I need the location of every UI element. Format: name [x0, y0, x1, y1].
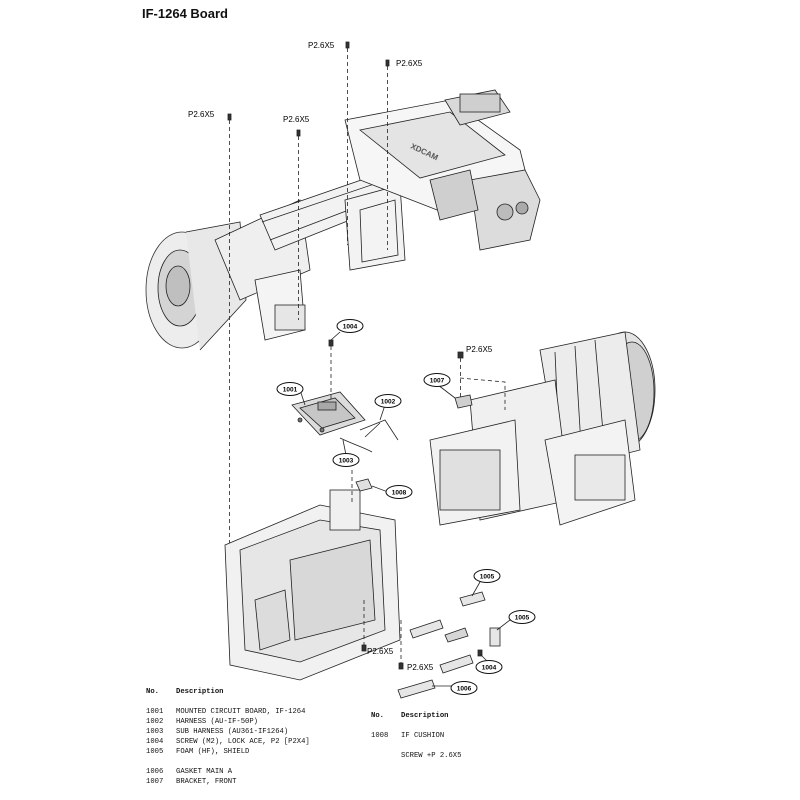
callout-oval: [473, 569, 501, 583]
screw-bottom-b: [398, 620, 404, 670]
lens-assembly: [429, 331, 656, 526]
table-row: 1001 MOUNTED CIRCUIT BOARD, IF-1264: [146, 707, 310, 717]
callout-oval: [336, 319, 364, 333]
if-board-1001: [291, 391, 366, 436]
parts-table-right: No. Description 1008 IF CUSHION SCREW +P 2…: [371, 711, 461, 761]
callout-oval: [450, 681, 478, 695]
callout-oval: [423, 373, 451, 387]
callout-oval: [276, 382, 304, 396]
table-header: No. Description: [371, 711, 461, 721]
part-desc: SUB HARNESS (AU361-IF1264): [176, 728, 289, 736]
table-row: 1005 FOAM (HF), SHIELD: [146, 747, 310, 757]
screw-top-2: [385, 59, 390, 250]
gasket-1006: [397, 654, 474, 699]
page-title: IF-1264 Board: [142, 6, 228, 21]
viewfinder-assembly: XDCAM: [145, 89, 541, 351]
screw-bottom-a: [361, 600, 367, 652]
screw-label: P2.6X5: [283, 115, 310, 124]
part-no: 1004: [146, 738, 164, 746]
table-row: 1003 SUB HARNESS (AU361-IF1264): [146, 727, 310, 737]
callout-label: 1005: [480, 574, 495, 581]
part-no: 1006: [146, 768, 164, 776]
part-desc: BRACKET, FRONT: [176, 778, 237, 786]
main-chassis: [224, 470, 401, 681]
callout-label: 1007: [430, 378, 445, 385]
part-desc: FOAM (HF), SHIELD: [176, 748, 250, 756]
table-row: 1004 SCREW (M2), LOCK ACE, P2 [P2X4]: [146, 737, 310, 747]
callout-label: 1001: [283, 387, 298, 394]
callout-oval: [385, 485, 413, 499]
callout-oval: [332, 453, 360, 467]
screw-label: P2.6X5: [308, 41, 335, 50]
part-desc: IF CUSHION: [401, 732, 445, 740]
part-desc: SCREW +P 2.6X5: [401, 752, 462, 760]
part-desc: HARNESS (AU-IF-50P): [176, 718, 258, 726]
part-no: 1007: [146, 778, 164, 786]
screw-label: P2.6X5: [407, 663, 434, 672]
callout-label: 1004: [343, 324, 358, 331]
table-row: 1006 GASKET MAIN A: [146, 767, 310, 777]
screw-label: P2.6X5: [396, 59, 423, 68]
table-row: 1008 IF CUSHION: [371, 731, 461, 741]
screw-top-1: [345, 41, 350, 245]
bracket-small: [409, 619, 469, 643]
callout-label: 1005: [515, 615, 530, 622]
foam-1005-b: [489, 627, 501, 647]
callout-label: 1002: [381, 399, 396, 406]
parts-table-left: No. Description 1001 MOUNTED CIRCUIT BOARD…: [146, 687, 310, 787]
callout-label: 1004: [482, 665, 497, 672]
foam-1005-a: [459, 591, 486, 607]
if-cushion-1008: [355, 478, 373, 492]
screw-1004-top: [328, 339, 334, 400]
screw-label: P2.6X5: [466, 345, 493, 354]
table-header: No. Description: [146, 687, 310, 697]
table-row: 1002 HARNESS (AU-IF-50P): [146, 717, 310, 727]
part-desc: GASKET MAIN A: [176, 768, 233, 776]
callout-label: 1006: [457, 686, 472, 693]
part-no: 1008: [371, 732, 389, 740]
part-desc: MOUNTED CIRCUIT BOARD, IF-1264: [176, 708, 306, 716]
table-row: SCREW +P 2.6X5: [371, 751, 461, 761]
callout-oval: [508, 610, 536, 624]
part-no: 1005: [146, 748, 164, 756]
harness-1002: [359, 419, 399, 441]
screw-label: P2.6X5: [188, 110, 215, 119]
harness-1003: [339, 437, 373, 453]
table-row: 1007 BRACKET, FRONT: [146, 777, 310, 787]
header-no: No.: [146, 688, 159, 696]
callout-oval: [374, 394, 402, 408]
screw-mid: [296, 129, 301, 320]
part-no: 1003: [146, 728, 164, 736]
part-no: 1001: [146, 708, 164, 716]
part-desc: SCREW (M2), LOCK ACE, P2 [P2X4]: [176, 738, 310, 746]
header-description: Description: [401, 712, 449, 720]
callout-label: 1003: [339, 458, 354, 465]
callout-oval: [475, 660, 503, 674]
part-no: 1002: [146, 718, 164, 726]
header-no: No.: [371, 712, 384, 720]
screw-label: P2.6X5: [367, 647, 394, 656]
header-description: Description: [176, 688, 224, 696]
callout-label: 1008: [392, 490, 407, 497]
